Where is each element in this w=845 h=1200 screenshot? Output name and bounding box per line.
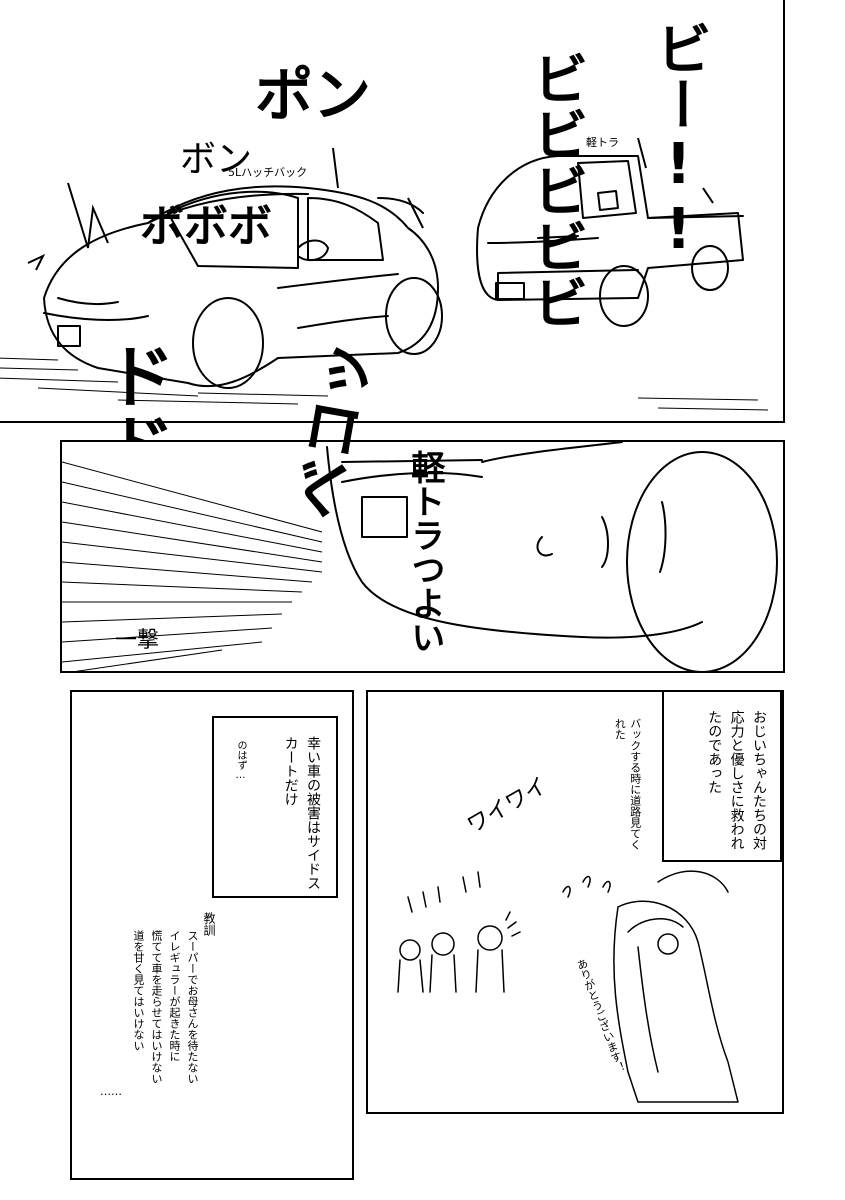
label-truck: 軽トラ: [586, 136, 619, 149]
caption-damage: 幸い車の被害はサイドスカートだけ: [282, 736, 321, 890]
lesson-line: 道を甘く見てはいけない: [132, 930, 145, 1051]
sfx-pon-1: ポン: [255, 61, 372, 129]
aside-backing: バックする時に道路見てくれた: [613, 718, 642, 850]
panel-2: [60, 440, 785, 673]
sfx-bowa: ボボボ: [140, 201, 272, 252]
scribble-note: 一撃: [115, 628, 160, 653]
aside-damage: のはず…: [235, 740, 246, 781]
panel-1-illustration: [0, 137, 769, 411]
sfx-honk-series: ビビビビビ: [522, 50, 588, 330]
lesson-list: スーパーでお母さんを待たない イレギュラーが起きた時に 慌てて車を走らせてはいけ…: [130, 930, 200, 1110]
panel-1: [0, 0, 785, 423]
lesson-line: イレギュラーが起きた時に: [168, 930, 181, 1062]
lesson-line: 慌てて車を走らせてはいけない: [150, 930, 163, 1084]
small-note: ……: [100, 1085, 122, 1098]
sfx-honk-big: ビー!!: [646, 20, 711, 262]
lesson-title: 教訓: [202, 912, 216, 936]
sfx-pon-2: ボン: [180, 139, 253, 180]
label-hatchback-type: 5Lハッチバック: [228, 166, 308, 179]
panel-4-illustration: [397, 870, 739, 1103]
lesson-line: スーパーでお母さんを待たない: [186, 930, 199, 1084]
caption-saved: おじいちゃんたちの対応力と優しさに救われたのであった: [706, 710, 767, 850]
caption-keitora-tsuyoi: 軽トラつよい: [404, 450, 445, 654]
caption-box-damage: 幸い車の被害はサイドスカートだけ のはず…: [212, 716, 338, 898]
panel-2-illustration: [62, 442, 778, 671]
caption-box-saved: おじいちゃんたちの対応力と優しさに救われたのであった: [662, 690, 782, 862]
